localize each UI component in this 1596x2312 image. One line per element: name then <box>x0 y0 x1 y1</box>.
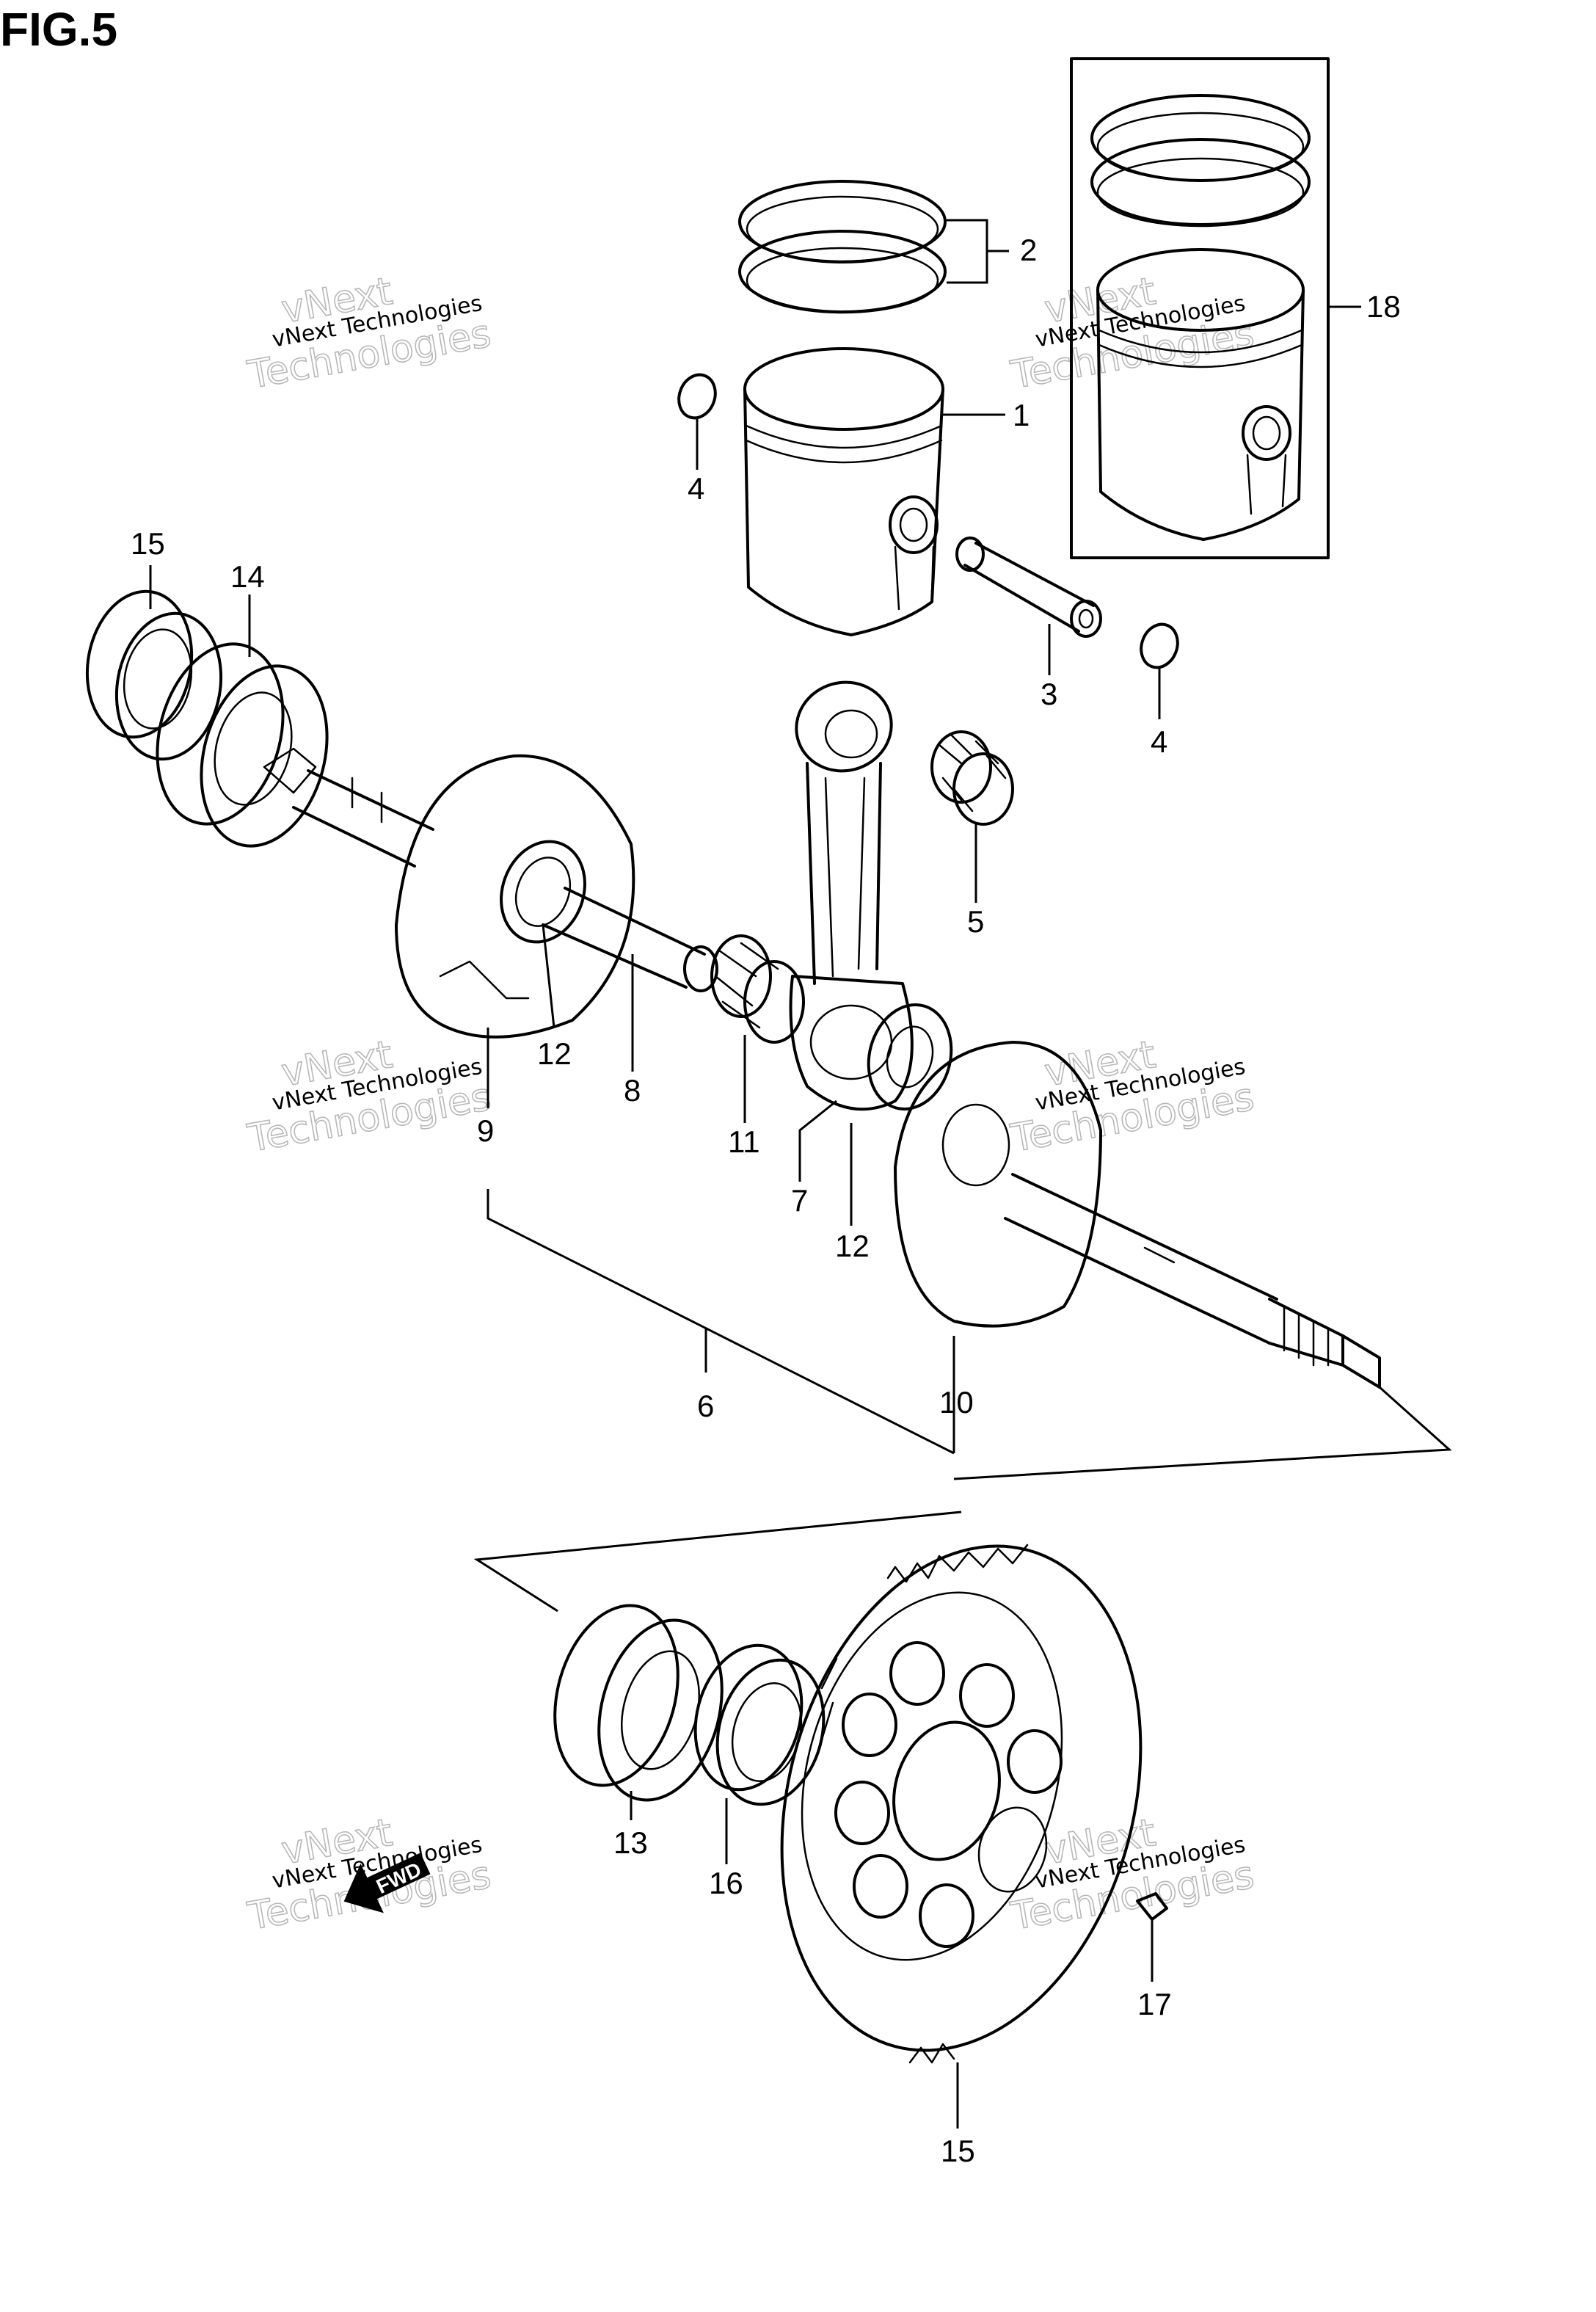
watermark-mid-left: vNext vNext Technologies Technologies <box>244 1032 495 1161</box>
callout-16: 15 <box>941 2134 975 2168</box>
callout-14: 14 <box>230 559 265 594</box>
piston-pin <box>955 537 1102 638</box>
callout-4-left: 4 <box>688 471 704 506</box>
callout-15-bottom: 16 <box>709 1866 743 1900</box>
crankshaft-left-half <box>263 747 635 1039</box>
crank-pin <box>542 887 718 992</box>
callout-12-right: 12 <box>835 1229 870 1263</box>
watermark-mid-right: vNext vNext Technologies Technologies <box>1007 1032 1258 1161</box>
watermark-top-right: vNext vNext Technologies Technologies <box>1007 269 1258 398</box>
callout-2: 2 <box>1020 233 1037 267</box>
bearing-bottom <box>553 1604 724 1802</box>
callout-17: 17 <box>1137 1987 1172 2021</box>
crankshaft-right-half <box>894 1041 1381 1389</box>
piston-set-rings <box>1090 94 1311 228</box>
callout-6: 6 <box>697 1389 714 1423</box>
callout-4-right: 4 <box>1151 724 1167 759</box>
oil-seal-bottom <box>693 1643 826 1806</box>
axis-line-right <box>953 1386 1452 1480</box>
thrust-washer-right <box>867 1003 953 1110</box>
callout-9: 9 <box>477 1113 494 1148</box>
piston <box>743 347 944 636</box>
leader-6-bracket-left <box>487 1189 955 1455</box>
callout-8: 8 <box>624 1073 641 1108</box>
piston-set-piston <box>1096 248 1305 541</box>
leader-2-bracket <box>947 219 988 284</box>
callout-5: 5 <box>967 904 984 939</box>
watermark-top-left: vNext vNext Technologies Technologies <box>244 269 495 398</box>
callout-12-left: 12 <box>537 1036 572 1071</box>
crank-pin-bearing <box>710 934 805 1044</box>
piston-rings <box>738 180 947 314</box>
callout-11: 11 <box>728 1124 760 1159</box>
callout-18: 18 <box>1366 289 1401 324</box>
connecting-rod <box>789 680 914 1111</box>
small-end-bearing <box>930 730 1014 826</box>
bearing-top <box>156 642 329 848</box>
watermark-bottom-left: vNext vNext Technologies Technologies <box>244 1810 495 1939</box>
callout-13: 13 <box>613 1825 648 1860</box>
circlip-right <box>1140 622 1179 669</box>
oil-seal-top <box>85 589 223 761</box>
callout-1: 1 <box>1013 398 1030 432</box>
circlip-left <box>677 373 717 420</box>
figure-title: FIG.5 <box>0 3 117 56</box>
woodruff-key <box>1136 1892 1168 1921</box>
callout-15-top: 15 <box>131 526 165 561</box>
piston-set-box <box>1070 57 1330 559</box>
callout-10: 10 <box>939 1385 974 1419</box>
leader-7 <box>798 1099 837 1182</box>
callout-7: 7 <box>791 1183 808 1218</box>
callout-3: 3 <box>1041 677 1057 711</box>
leader-12a <box>542 924 555 1028</box>
starter-gear <box>780 1544 1143 2064</box>
axis-line-lower <box>473 1511 962 1613</box>
